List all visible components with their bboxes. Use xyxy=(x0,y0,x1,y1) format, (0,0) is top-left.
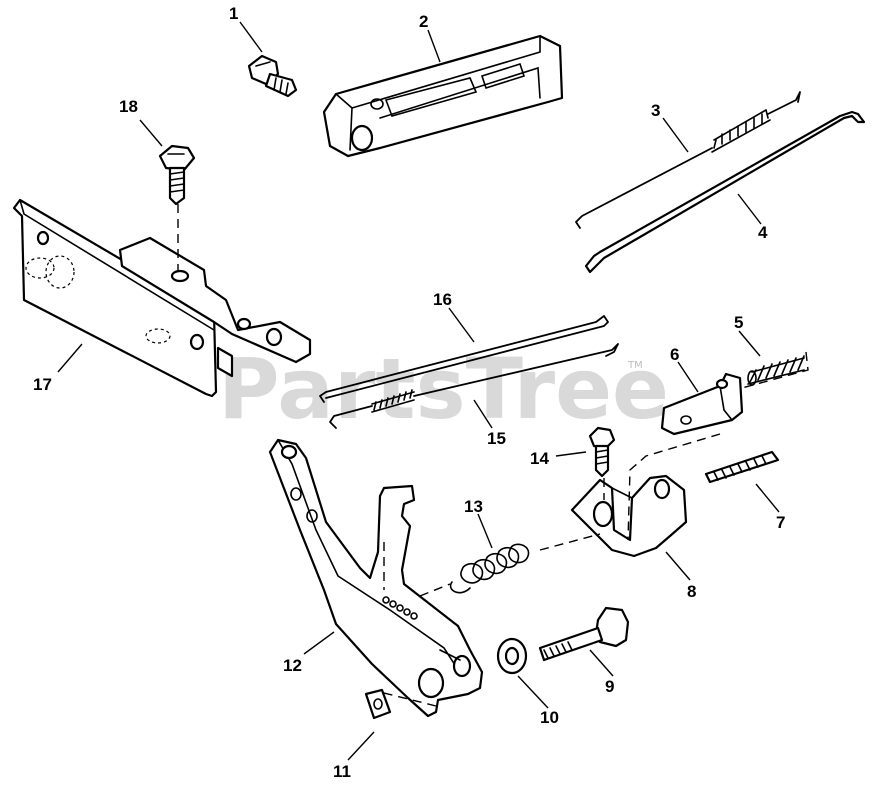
callout-5[interactable]: 5 xyxy=(734,313,743,332)
callout-3[interactable]: 3 xyxy=(651,101,660,120)
part-13-spring[interactable] xyxy=(449,543,530,594)
watermark-trademark: TM xyxy=(627,360,643,371)
part-14-bolt[interactable] xyxy=(588,426,616,478)
callout-15[interactable]: 15 xyxy=(487,429,506,448)
part-10-washer[interactable] xyxy=(496,637,528,675)
callout-11[interactable]: 11 xyxy=(333,762,351,781)
callout-6[interactable]: 6 xyxy=(670,345,679,364)
part-3-spring-rod[interactable] xyxy=(575,91,801,229)
part-5-spring[interactable] xyxy=(747,355,805,386)
callout-13[interactable]: 13 xyxy=(464,497,483,516)
part-17-main-bracket[interactable] xyxy=(12,198,312,398)
callout-16[interactable]: 16 xyxy=(433,290,452,309)
callout-4[interactable]: 4 xyxy=(758,223,768,242)
part-6-bracket[interactable] xyxy=(660,372,744,436)
part-11-nut[interactable] xyxy=(364,688,392,720)
part-8-pivot-bracket[interactable] xyxy=(570,474,688,558)
part-9-shoulder-bolt[interactable] xyxy=(538,606,630,662)
part-2-guide-bracket[interactable] xyxy=(322,34,564,158)
callout-18[interactable]: 18 xyxy=(119,97,138,116)
part-12-lever[interactable] xyxy=(268,438,484,718)
part-15-spring-rod[interactable] xyxy=(329,343,619,429)
callout-14[interactable]: 14 xyxy=(530,449,549,468)
assembly-lines xyxy=(177,204,809,707)
callout-7[interactable]: 7 xyxy=(776,513,785,532)
callout-17[interactable]: 17 xyxy=(33,375,52,394)
part-18-bolt[interactable] xyxy=(158,144,196,206)
callout-9[interactable]: 9 xyxy=(605,677,614,696)
leader-lines xyxy=(57,21,780,761)
callout-12[interactable]: 12 xyxy=(283,656,302,675)
callout-1[interactable]: 1 xyxy=(229,4,238,23)
part-4-rod[interactable] xyxy=(584,110,866,274)
callout-8[interactable]: 8 xyxy=(687,582,696,601)
part-16-rod[interactable] xyxy=(319,315,609,403)
part-7-threaded-rod[interactable] xyxy=(704,450,780,484)
callout-2[interactable]: 2 xyxy=(419,12,428,31)
part-1-bolt[interactable] xyxy=(247,54,298,98)
callout-10[interactable]: 10 xyxy=(540,708,559,727)
callout-labels: 1 2 3 4 5 6 7 8 9 10 11 12 13 14 15 16 1… xyxy=(33,4,785,781)
